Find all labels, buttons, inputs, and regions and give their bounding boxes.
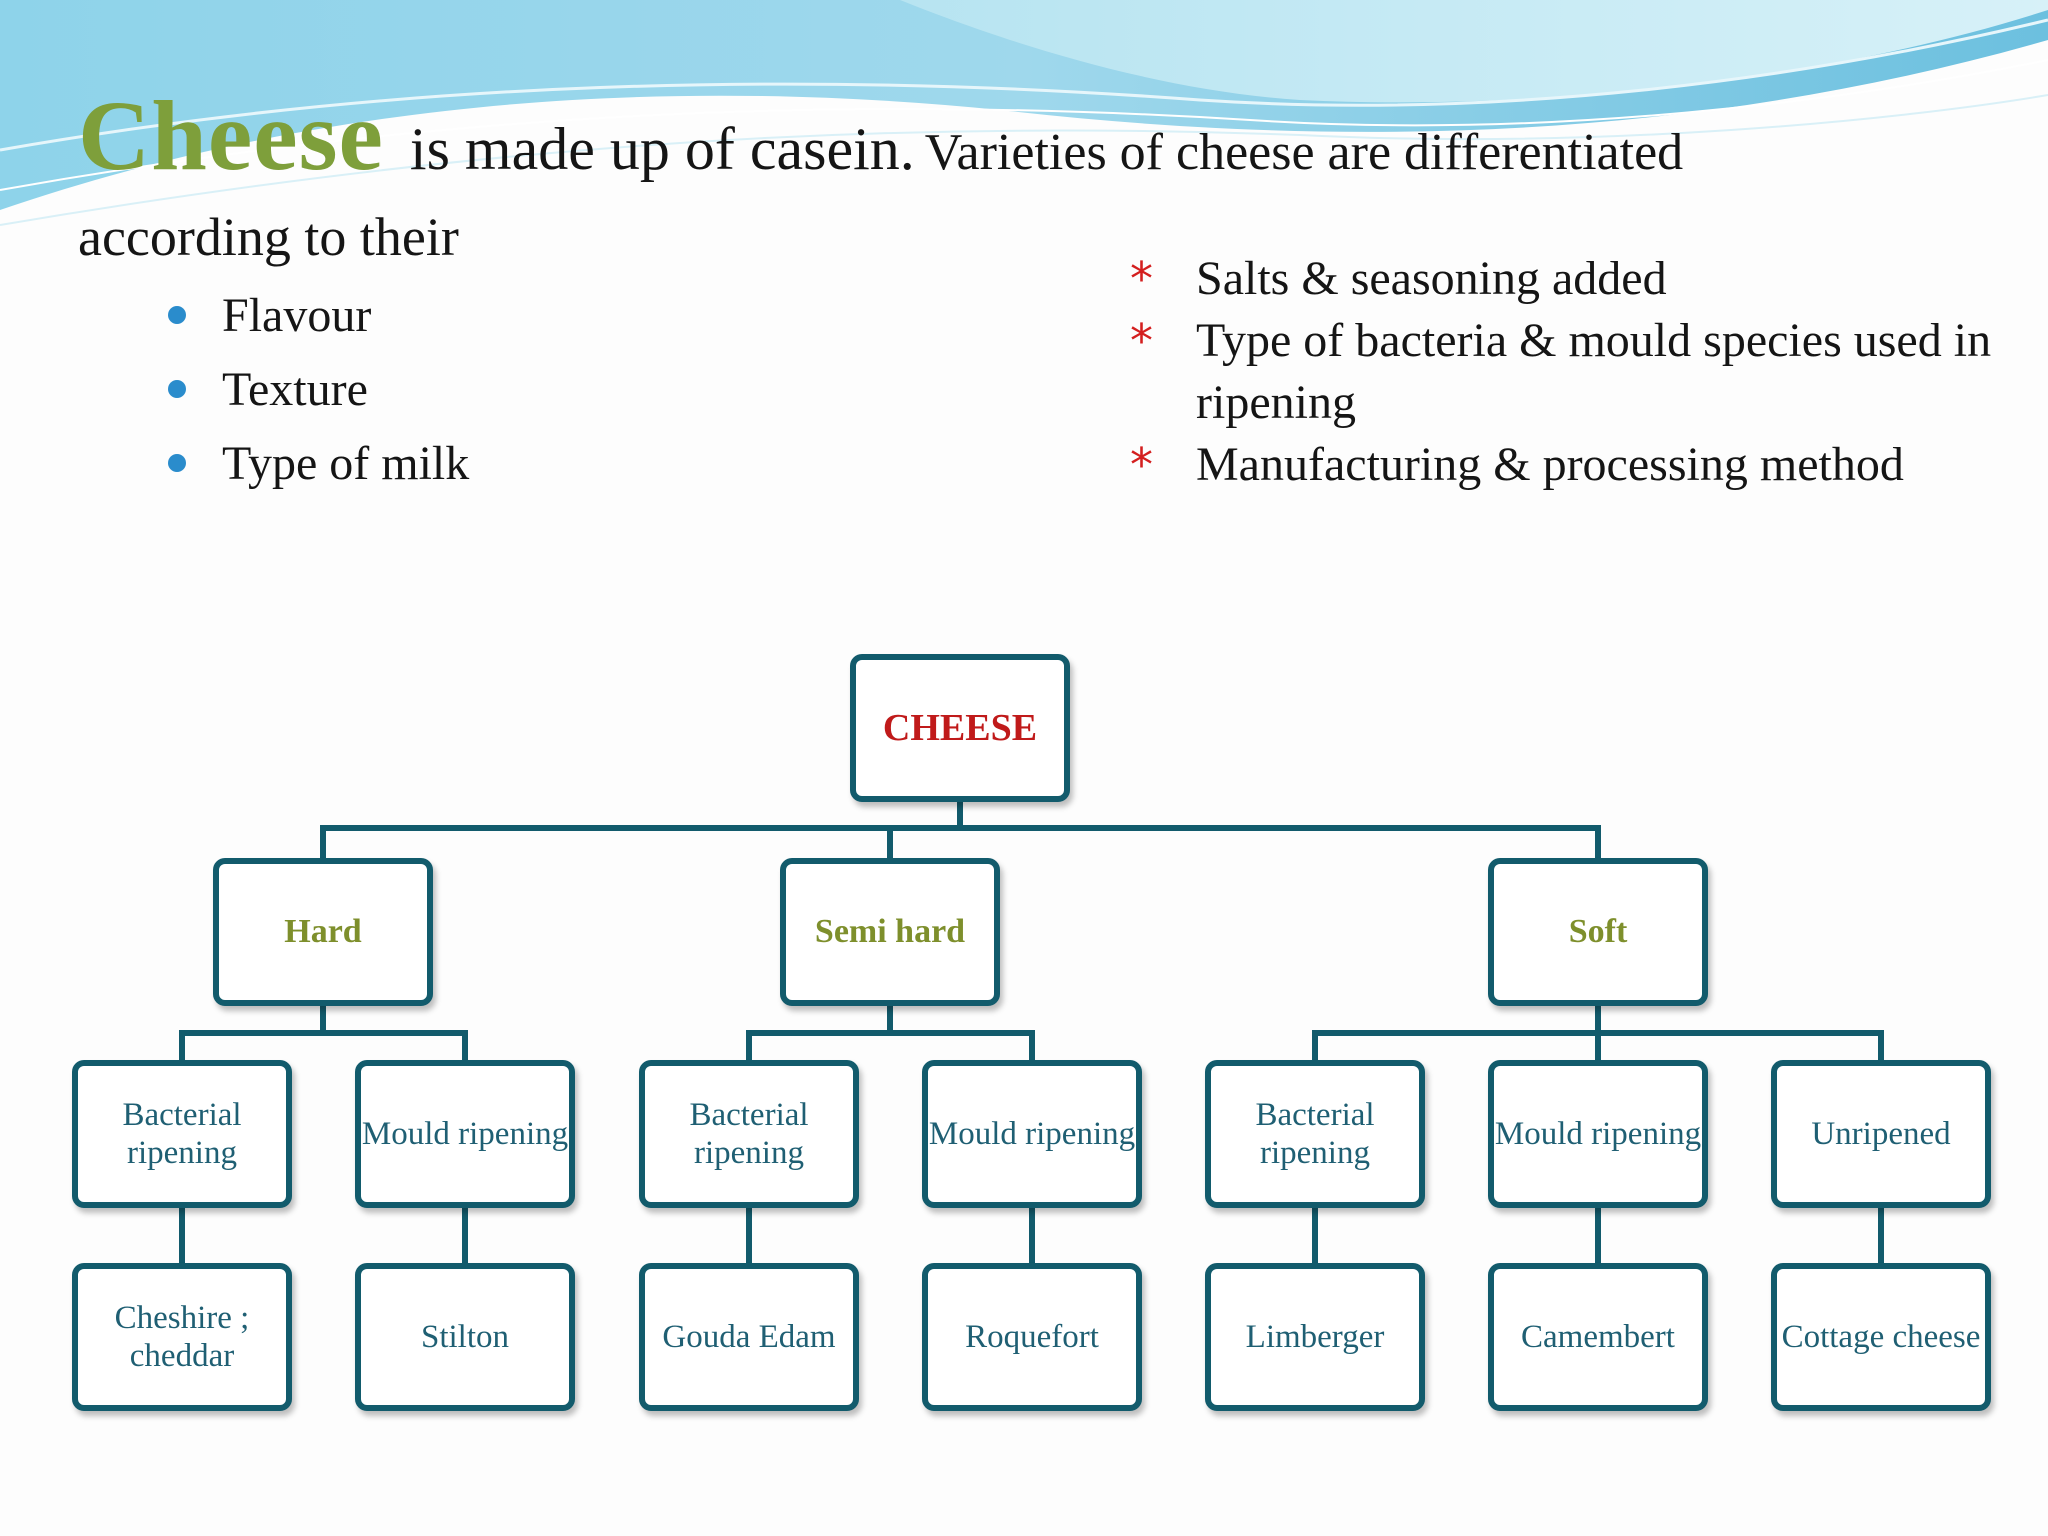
criteria-item: Flavour	[168, 284, 469, 358]
connector-root	[320, 797, 1601, 863]
criteria-item: Type of milk	[168, 432, 469, 506]
node-example: Limberger	[1205, 1263, 1425, 1411]
connector-leaves	[179, 1202, 1884, 1268]
criteria-text: Manufacturing & processing method	[1196, 438, 1904, 491]
title-part-2: Varieties of cheese are differentiated	[924, 124, 1684, 181]
criteria-item: * Type of bacteria & mould species used i…	[1130, 310, 2010, 434]
node-ripening: Bacterial ripening	[1205, 1060, 1425, 1208]
title-highlight-word: Cheese	[78, 80, 384, 191]
node-ripening: Mould ripening	[922, 1060, 1142, 1208]
node-example: Cottage cheese	[1771, 1263, 1991, 1411]
bullet-dot-icon	[168, 306, 186, 324]
criteria-item: * Salts & seasoning added	[1130, 248, 2010, 310]
criteria-item: * Manufacturing & processing method	[1130, 434, 2010, 496]
node-example: Gouda Edam	[639, 1263, 859, 1411]
node-example: Stilton	[355, 1263, 575, 1411]
node-category-soft: Soft	[1488, 858, 1708, 1006]
connector-hard	[179, 1000, 468, 1065]
title-part-1: is made up of casein.	[409, 116, 915, 182]
criteria-list-left: Flavour Texture Type of milk	[168, 284, 469, 506]
node-example: Camembert	[1488, 1263, 1708, 1411]
connector-semihard	[746, 1000, 1035, 1065]
node-example: Roquefort	[922, 1263, 1142, 1411]
node-root: CHEESE	[850, 654, 1070, 802]
node-category-semi-hard: Semi hard	[780, 858, 1000, 1006]
criteria-text: Flavour	[222, 289, 372, 342]
asterisk-bullet-icon: *	[1130, 252, 1153, 306]
criteria-text: Texture	[222, 363, 368, 416]
criteria-text: Salts & seasoning added	[1196, 252, 1667, 305]
node-ripening: Mould ripening	[1488, 1060, 1708, 1208]
slide-title: Cheese is made up of casein.Varieties of …	[78, 78, 1683, 193]
node-ripening: Mould ripening	[355, 1060, 575, 1208]
bullet-dot-icon	[168, 380, 186, 398]
criteria-item: Texture	[168, 358, 469, 432]
asterisk-bullet-icon: *	[1130, 438, 1153, 492]
wave-background	[0, 0, 2048, 226]
node-category-hard: Hard	[213, 858, 433, 1006]
node-ripening: Bacterial ripening	[639, 1060, 859, 1208]
criteria-text: Type of bacteria & mould species used in…	[1196, 314, 1992, 429]
node-ripening: Bacterial ripening	[72, 1060, 292, 1208]
asterisk-bullet-icon: *	[1130, 314, 1153, 368]
node-example: Cheshire ; cheddar	[72, 1263, 292, 1411]
connector-soft	[1312, 1000, 1884, 1065]
criteria-text: Type of milk	[222, 437, 470, 490]
title-continuation: according to their	[78, 207, 459, 267]
bullet-dot-icon	[168, 454, 186, 472]
node-ripening: Unripened	[1771, 1060, 1991, 1208]
criteria-list-right: * Salts & seasoning added * Type of bacter…	[1130, 248, 2010, 496]
